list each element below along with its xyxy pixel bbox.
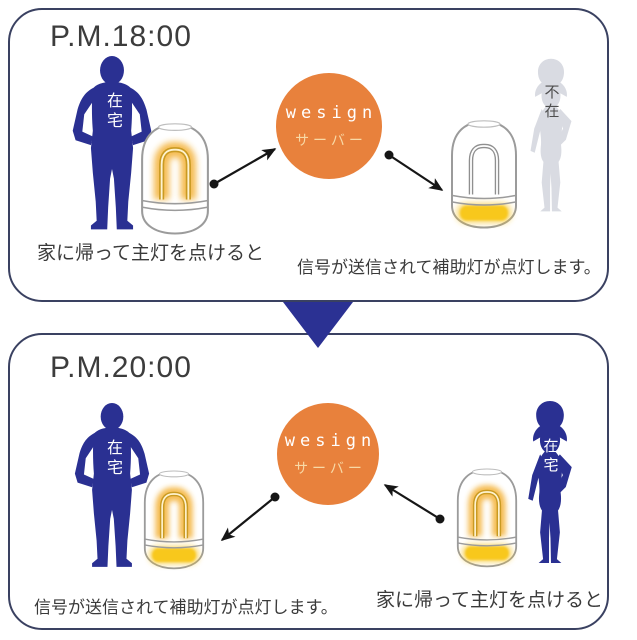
signal-arrow-server-to-lamp xyxy=(388,154,444,191)
person-status-label: 在宅 xyxy=(104,439,121,479)
lamp-aux-on xyxy=(448,117,520,232)
person-home-man: 在宅 xyxy=(64,56,160,238)
signal-arrow-lamp-to-server xyxy=(383,484,441,520)
person-home-man: 在宅 xyxy=(64,403,160,575)
woman-silhouette xyxy=(528,400,572,564)
lamp-main-and-aux-on xyxy=(452,466,522,570)
man-silhouette xyxy=(74,403,150,567)
signal-arrow-lamp-to-server xyxy=(213,148,277,185)
person-status-label: 在宅 xyxy=(541,438,559,476)
person-status-label: 不在 xyxy=(542,84,560,122)
down-arrow-triangle xyxy=(283,302,353,348)
panel2-right-caption: 家に帰って主灯を点けると xyxy=(376,590,604,611)
arrow-dot xyxy=(384,150,394,160)
panel1-right-caption: 信号が送信されて補助灯が点灯します。 xyxy=(297,258,601,277)
person-away-woman: 不在 xyxy=(520,56,582,216)
arrow-dot xyxy=(435,514,445,524)
man-silhouette xyxy=(72,56,152,230)
server-label: サーバー xyxy=(294,459,366,476)
panel1-left-caption: 家に帰って主灯を点けると xyxy=(37,243,265,264)
panel2-time-title: P.M.20:00 xyxy=(50,351,192,384)
person-status-label: 在宅 xyxy=(104,92,121,132)
panel1-time-title: P.M.18:00 xyxy=(50,20,192,53)
wesign-server-circle: wesign サーバー xyxy=(276,73,382,179)
server-name: wesign xyxy=(284,430,377,451)
woman-silhouette xyxy=(530,58,572,212)
signal-arrow-server-to-lamp xyxy=(220,496,276,541)
panel-pm1800: P.M.18:00 在宅 xyxy=(8,8,609,302)
person-home-woman: 在宅 xyxy=(518,398,582,568)
panel-pm2000: P.M.20:00 在宅 xyxy=(8,333,609,630)
lamp-main-and-aux-on xyxy=(138,468,210,572)
wesign-server-circle: wesign サーバー xyxy=(277,403,379,505)
server-label: サーバー xyxy=(295,131,367,148)
server-name: wesign xyxy=(285,102,378,123)
panel2-left-caption: 信号が送信されて補助灯が点灯します。 xyxy=(34,598,338,617)
lamp-main-on xyxy=(138,120,212,238)
arrow-dot xyxy=(270,492,280,502)
